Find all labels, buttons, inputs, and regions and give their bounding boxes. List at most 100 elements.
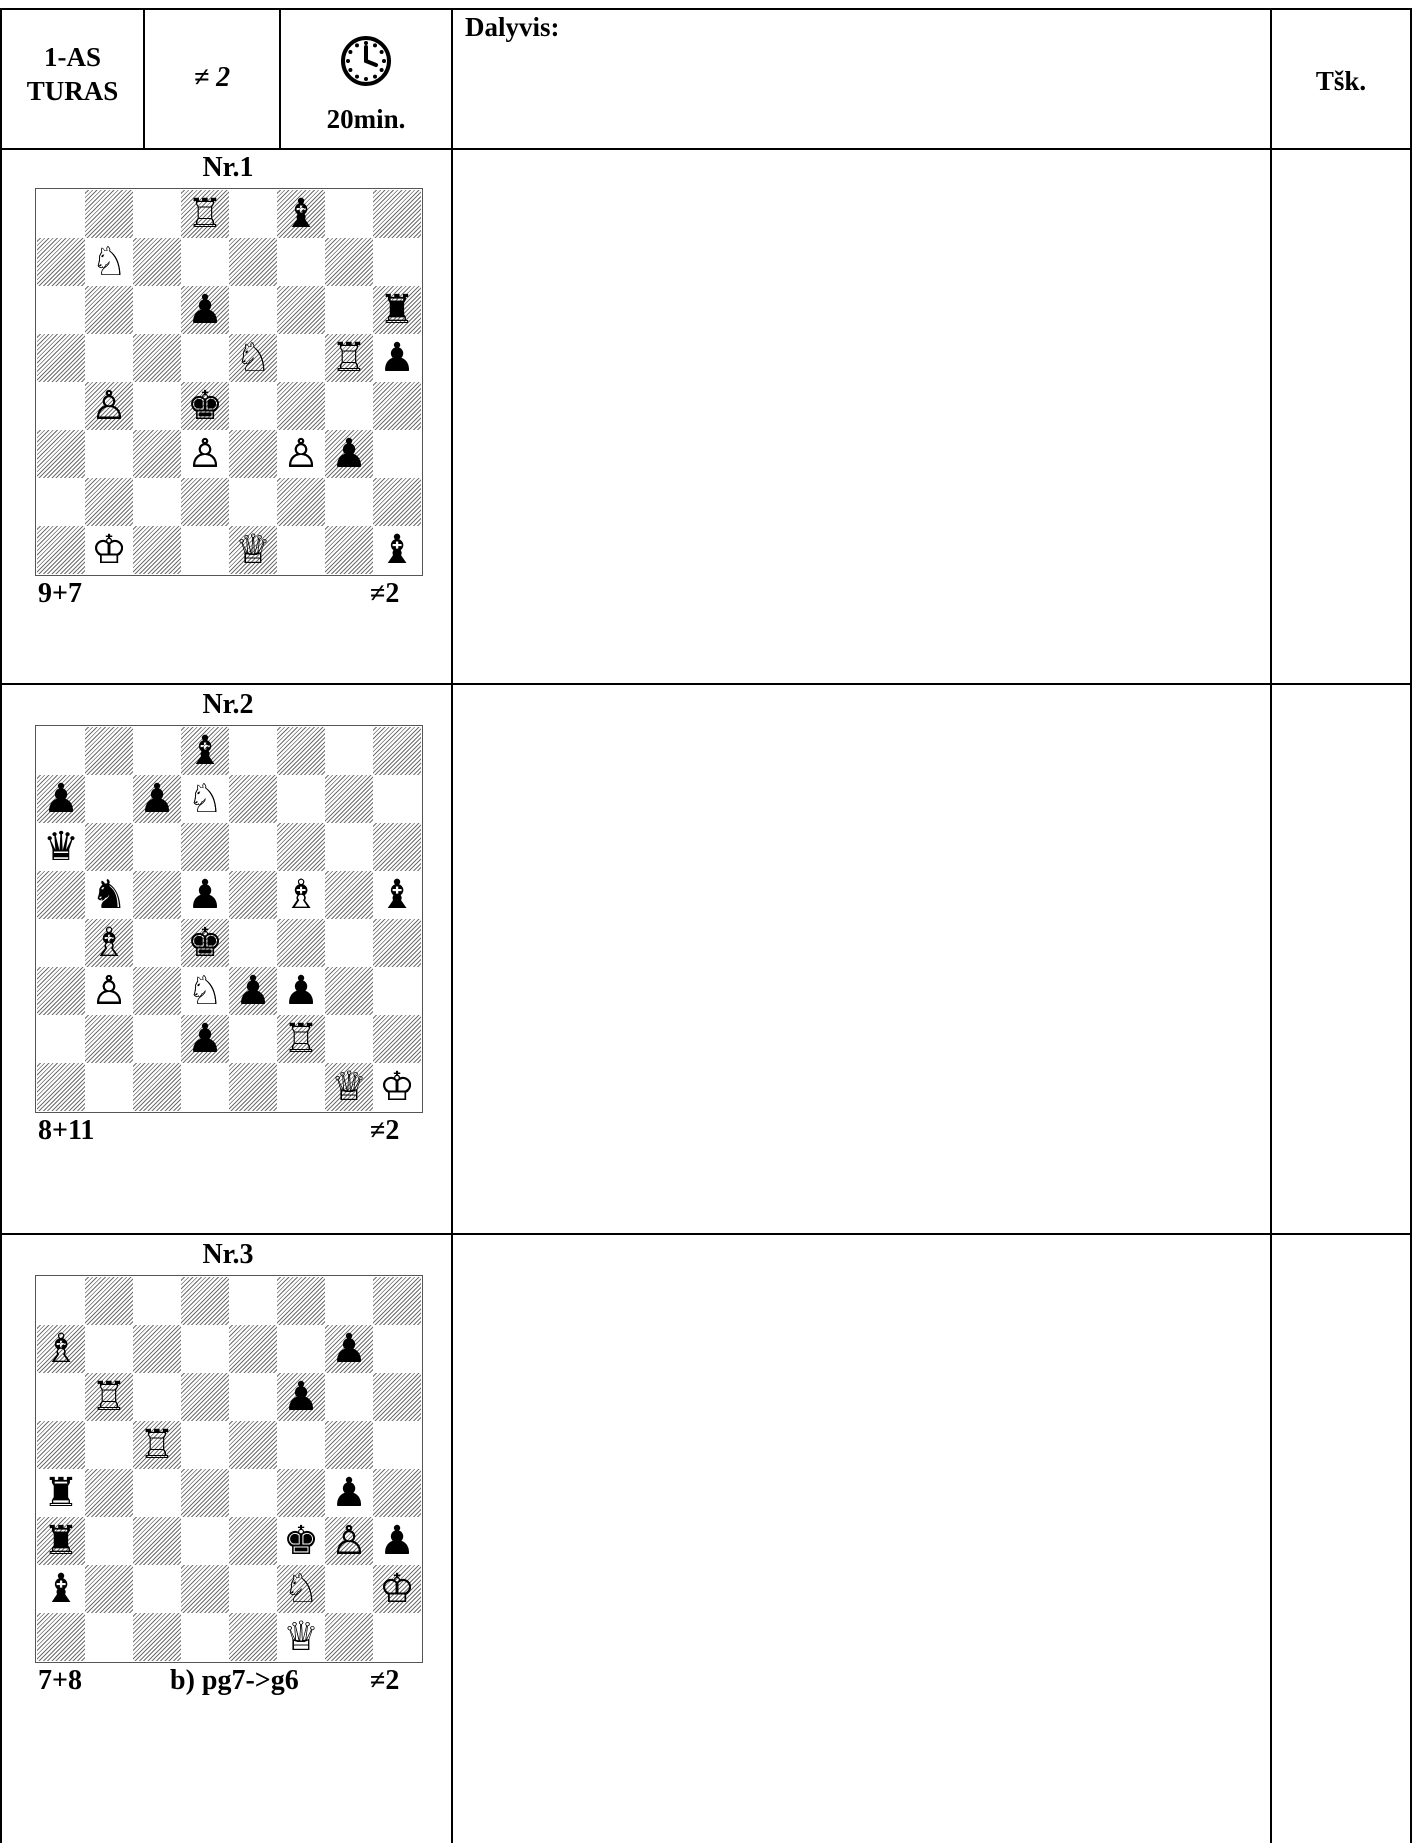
white-pawn-icon: ♙ <box>85 382 133 430</box>
board-square <box>133 1613 181 1661</box>
board-square <box>37 430 85 478</box>
board-square <box>133 334 181 382</box>
board-square <box>325 919 373 967</box>
board-square <box>181 823 229 871</box>
board-square <box>181 1325 229 1373</box>
board-square <box>133 919 181 967</box>
piece-count: 7+8 <box>38 1665 82 1697</box>
white-queen-icon: ♕ <box>325 1063 373 1111</box>
board-square <box>229 1373 277 1421</box>
board-square <box>325 382 373 430</box>
board-square <box>229 1469 277 1517</box>
answer-field-1[interactable] <box>453 150 1270 683</box>
answer-field-3[interactable] <box>453 1235 1270 1843</box>
board-square <box>229 1421 277 1469</box>
white-pawn-icon: ♙ <box>277 430 325 478</box>
board-square <box>37 1421 85 1469</box>
white-knight-icon: ♘ <box>229 334 277 382</box>
black-pawn-icon: ♟ <box>373 334 421 382</box>
table-right-border <box>1410 8 1412 1843</box>
board-square <box>229 382 277 430</box>
board-square <box>85 727 133 775</box>
white-knight-icon: ♘ <box>85 238 133 286</box>
board-square <box>133 286 181 334</box>
board-square <box>85 1469 133 1517</box>
board-square <box>133 1373 181 1421</box>
table-top-border <box>0 8 1412 10</box>
black-king-icon: ♚ <box>181 919 229 967</box>
white-king-icon: ♔ <box>85 526 133 574</box>
board-square <box>85 334 133 382</box>
black-pawn-icon: ♟ <box>133 775 181 823</box>
board-square <box>85 823 133 871</box>
stipulation: ≠2 <box>370 1115 399 1147</box>
board-square <box>373 1325 421 1373</box>
board-square <box>133 526 181 574</box>
piece-count: 9+7 <box>38 578 82 610</box>
stipulation: ≠2 <box>370 1665 399 1697</box>
white-pawn-icon: ♙ <box>325 1517 373 1565</box>
board-square <box>85 1063 133 1111</box>
time-label: 20min. <box>281 104 451 135</box>
white-bishop-icon: ♗ <box>277 871 325 919</box>
board-square <box>37 382 85 430</box>
board-square <box>373 190 421 238</box>
black-bishop-icon: ♝ <box>373 871 421 919</box>
board-square <box>325 823 373 871</box>
points-field-1[interactable] <box>1272 150 1410 683</box>
board-square <box>133 1063 181 1111</box>
black-bishop-icon: ♝ <box>37 1565 85 1613</box>
board-square <box>85 1613 133 1661</box>
chess-board: ♖♝♘♟♜♘♖♟♙♚♙♙♟♔♕♝ <box>35 188 423 576</box>
board-square <box>277 1469 325 1517</box>
board-square <box>325 967 373 1015</box>
board-square <box>133 727 181 775</box>
points-field-2[interactable] <box>1272 685 1410 1233</box>
board-square <box>181 1469 229 1517</box>
task-label: ≠ 2 <box>145 62 279 94</box>
black-pawn-icon: ♟ <box>181 1015 229 1063</box>
board-square <box>37 919 85 967</box>
board-square <box>373 775 421 823</box>
board-square <box>85 286 133 334</box>
board-square <box>181 1421 229 1469</box>
board-square <box>325 775 373 823</box>
board-square <box>37 1613 85 1661</box>
white-rook-icon: ♖ <box>325 334 373 382</box>
problem-title: Nr.3 <box>35 1239 421 1271</box>
board-square <box>277 478 325 526</box>
black-bishop-icon: ♝ <box>373 526 421 574</box>
white-rook-icon: ♖ <box>181 190 229 238</box>
board-square <box>325 1373 373 1421</box>
board-square <box>229 238 277 286</box>
answer-field-2[interactable] <box>453 685 1270 1233</box>
board-square <box>229 286 277 334</box>
white-knight-icon: ♘ <box>181 967 229 1015</box>
board-square <box>181 334 229 382</box>
board-square <box>85 430 133 478</box>
board-square <box>37 190 85 238</box>
black-pawn-icon: ♟ <box>37 775 85 823</box>
board-square <box>229 1613 277 1661</box>
board-square <box>325 190 373 238</box>
black-pawn-icon: ♟ <box>325 1469 373 1517</box>
board-square <box>229 1565 277 1613</box>
white-king-icon: ♔ <box>373 1063 421 1111</box>
board-square <box>133 1015 181 1063</box>
problem-title: Nr.1 <box>35 152 421 184</box>
board-square <box>37 967 85 1015</box>
board-square <box>181 1063 229 1111</box>
board-square <box>325 1421 373 1469</box>
stipulation: ≠2 <box>370 578 399 610</box>
board-square <box>277 919 325 967</box>
points-field-3[interactable] <box>1272 1235 1410 1843</box>
board-square <box>181 1373 229 1421</box>
board-square <box>181 526 229 574</box>
black-pawn-icon: ♟ <box>181 871 229 919</box>
board-square <box>229 775 277 823</box>
board-square <box>181 238 229 286</box>
board-square <box>277 1063 325 1111</box>
white-bishop-icon: ♗ <box>85 919 133 967</box>
board-square <box>229 1063 277 1111</box>
board-square <box>277 1325 325 1373</box>
